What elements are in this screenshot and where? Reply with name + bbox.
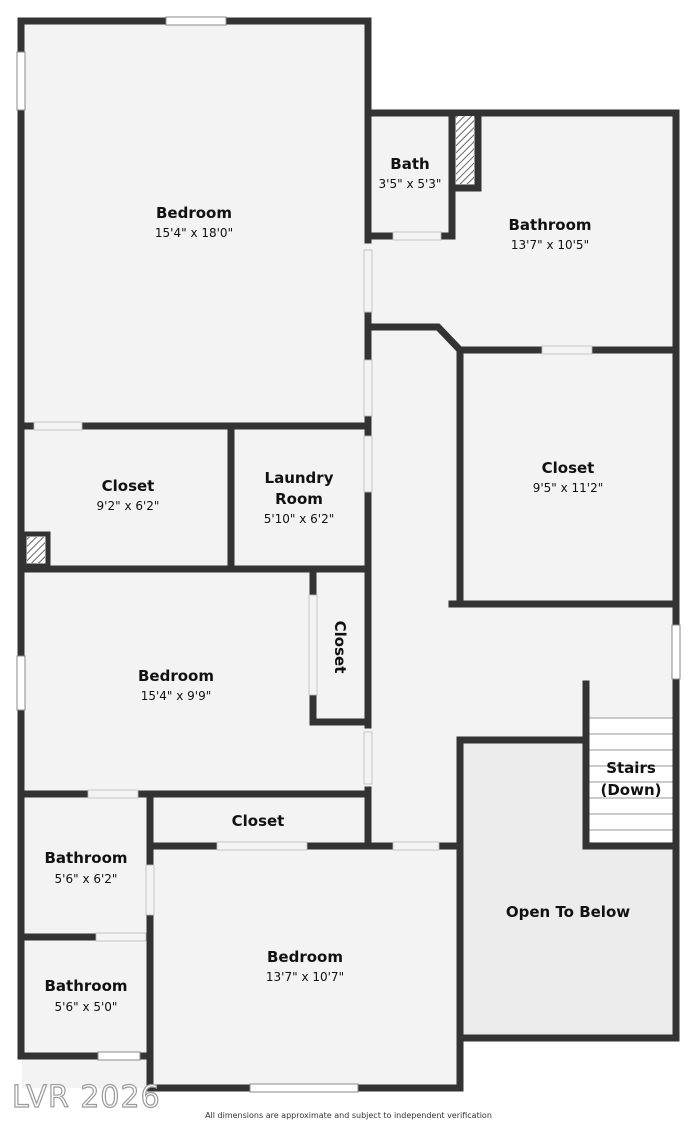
room-bedroom-2: Bedroom 15'4" x 9'9" — [138, 667, 214, 703]
room-bedroom-1: Bedroom 15'4" x 18'0" — [155, 204, 233, 240]
room-name-vertical: Closet — [331, 621, 349, 674]
room-name: Bedroom — [138, 667, 214, 685]
chase-hatch-left — [27, 537, 45, 563]
room-dimensions: 5'6" x 6'2" — [55, 872, 118, 886]
room-name: Bedroom — [267, 948, 343, 966]
chase-hatch-top — [456, 116, 474, 184]
room-dimensions: 5'10" x 6'2" — [264, 512, 335, 526]
room-open-to-below: Open To Below — [506, 903, 630, 921]
room-closet-1: Closet 9'2" x 6'2" — [97, 477, 160, 513]
room-name: Open To Below — [506, 903, 630, 921]
room-name: Closet — [542, 459, 595, 477]
door-openings — [33, 231, 593, 942]
room-name: Closet — [232, 812, 285, 830]
room-bedroom-3: Bedroom 13'7" x 10'7" — [266, 948, 344, 984]
room-dimensions: 3'5" x 5'3" — [379, 177, 442, 191]
room-name-line-2: Room — [275, 490, 323, 508]
room-bathroom-2: Bathroom 5'6" x 6'2" — [44, 849, 127, 886]
room-dimensions: 9'2" x 6'2" — [97, 499, 160, 513]
room-stairs: Stairs (Down) — [600, 759, 661, 799]
room-laundry: Laundry Room 5'10" x 6'2" — [264, 469, 335, 526]
watermark: LVR 2026 — [11, 1079, 161, 1115]
windows — [16, 16, 681, 1093]
room-closet-4: Closet — [232, 812, 285, 830]
room-name-line-2: (Down) — [600, 781, 661, 799]
room-dimensions: 15'4" x 18'0" — [155, 226, 233, 240]
room-name: Bathroom — [44, 849, 127, 867]
room-name-line-1: Stairs — [606, 759, 656, 777]
room-name: Bedroom — [156, 204, 232, 222]
room-dimensions: 15'4" x 9'9" — [141, 689, 212, 703]
room-bathroom-1: Bathroom 13'7" x 10'5" — [508, 216, 591, 252]
room-dimensions: 5'6" x 5'0" — [55, 1000, 118, 1014]
room-bath: Bath 3'5" x 5'3" — [379, 155, 442, 191]
room-closet-3: Closet — [331, 621, 349, 674]
room-dimensions: 13'7" x 10'7" — [266, 970, 344, 984]
room-dimensions: 9'5" x 11'2" — [533, 481, 604, 495]
room-name: Closet — [102, 477, 155, 495]
room-dimensions: 13'7" x 10'5" — [511, 238, 589, 252]
room-name: Bathroom — [44, 977, 127, 995]
stairs-treads — [586, 717, 674, 842]
room-name-line-1: Laundry — [265, 469, 334, 487]
room-closet-2: Closet 9'5" x 11'2" — [533, 459, 604, 495]
room-name: Bath — [390, 155, 429, 173]
room-name: Bathroom — [508, 216, 591, 234]
room-bathroom-3: Bathroom 5'6" x 5'0" — [44, 977, 127, 1014]
disclaimer: All dimensions are approximate and subje… — [205, 1111, 492, 1120]
floor-fill — [22, 22, 676, 1088]
